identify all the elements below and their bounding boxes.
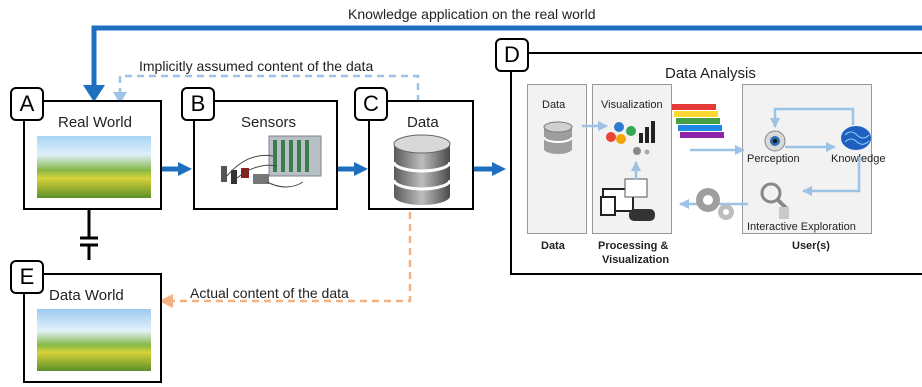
panel-users: Perception Knowledge Interactive Explora… xyxy=(742,84,885,234)
letter-c: C xyxy=(354,87,388,121)
colorful-books-icon xyxy=(672,104,724,138)
column-processing-label-2: Visualization xyxy=(602,254,670,266)
sensors-illustration xyxy=(221,135,322,188)
column-data-label: Data xyxy=(541,240,565,252)
eye-icon xyxy=(764,130,786,152)
panel-visualization-label: Visualization xyxy=(601,99,663,111)
database-icon xyxy=(392,134,452,205)
sensors-title: Sensors xyxy=(241,114,297,131)
assumed-content-arrow xyxy=(118,74,420,102)
data-world-photo xyxy=(37,309,151,371)
box-data-world: Data World xyxy=(23,273,162,383)
box-data-analysis: Data Analysis Data Visualization xyxy=(510,52,922,275)
magnifier-person-icon xyxy=(760,182,789,219)
box-real-world: Real World xyxy=(23,100,162,210)
data-title: Data xyxy=(407,114,439,131)
database-small-icon xyxy=(543,121,573,154)
perception-label: Perception xyxy=(747,153,800,165)
interactive-exploration-label: Interactive Exploration xyxy=(747,221,856,233)
box-sensors: Sensors xyxy=(193,100,338,210)
actual-content-label: Actual content of the data xyxy=(190,285,349,301)
panel-processing: Visualization xyxy=(592,84,672,234)
letter-e: E xyxy=(10,260,44,294)
panel-data: Data xyxy=(527,84,587,234)
cycle-arrows xyxy=(770,107,861,196)
panel-data-label: Data xyxy=(542,99,566,111)
actual-content-arrow xyxy=(163,212,412,303)
devices-icon xyxy=(600,178,655,221)
brain-icon xyxy=(841,126,871,150)
letter-d: D xyxy=(495,38,529,72)
real-world-title: Real World xyxy=(58,114,132,131)
knowledge-application-arrow xyxy=(91,25,922,90)
data-world-title: Data World xyxy=(49,287,124,304)
top-arrow-label: Knowledge application on the real world xyxy=(348,6,596,22)
column-processing-label-1: Processing & xyxy=(598,240,669,252)
visualization-icon xyxy=(606,121,655,155)
data-analysis-title: Data Analysis xyxy=(665,65,756,82)
gears-icon xyxy=(696,188,734,220)
letter-b: B xyxy=(181,87,215,121)
analysis-flow-layer xyxy=(582,104,748,220)
real-world-photo xyxy=(37,136,151,198)
assumed-content-label: Implicitly assumed content of the data xyxy=(139,58,374,74)
letter-a: A xyxy=(10,87,44,121)
column-users-label: User(s) xyxy=(792,240,830,252)
